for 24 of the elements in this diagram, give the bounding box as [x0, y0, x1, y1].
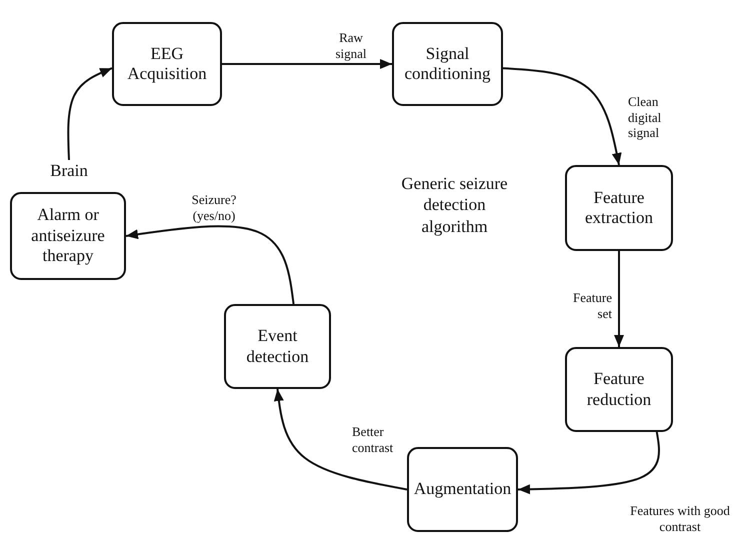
box-label: EEG Acquisition	[126, 44, 208, 84]
edge-label: Features with good contrast	[628, 503, 732, 534]
box-label: Augmentation	[414, 479, 512, 500]
node-label: Brain	[50, 160, 88, 182]
process-box	[565, 347, 673, 432]
arrow	[518, 432, 660, 494]
arrow	[126, 225, 295, 304]
diagram-title-note: Generic seizure detection algorithm	[400, 173, 509, 237]
arrow	[274, 388, 408, 490]
arrow	[222, 59, 392, 69]
process-box	[392, 22, 503, 106]
arrow	[614, 251, 624, 347]
process-box	[224, 304, 331, 389]
arrow	[502, 67, 622, 166]
process-box	[565, 165, 673, 251]
box-label: Feature extraction	[584, 188, 654, 228]
box-label: Signal conditioning	[404, 44, 492, 84]
arrow	[67, 67, 112, 160]
process-box	[407, 447, 518, 532]
process-box	[112, 22, 222, 106]
process-box	[10, 192, 126, 280]
box-label: Feature reduction	[586, 369, 652, 410]
box-label: Event detection	[245, 326, 310, 367]
box-label: Alarm or antiseizure therapy	[30, 205, 106, 267]
